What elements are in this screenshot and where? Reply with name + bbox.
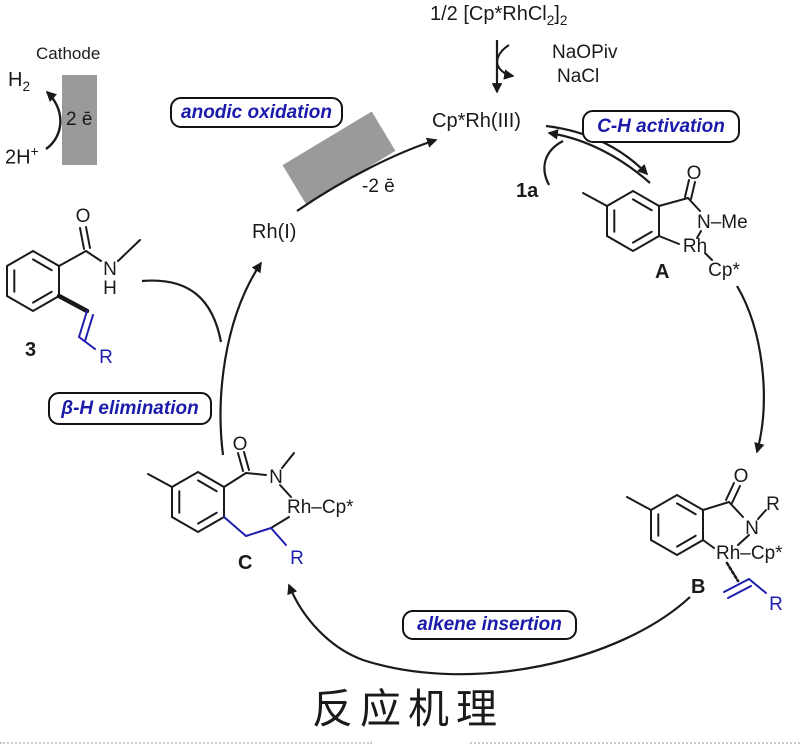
anode-electrons-label: -2 ē	[362, 176, 395, 197]
byproduct-nacl-label: NaCl	[557, 66, 600, 87]
arrow-a-to-catalyst	[547, 129, 651, 184]
bottom-dotted-line-right	[470, 742, 800, 744]
intermediate-c-r-label: R	[290, 548, 304, 569]
h2-label: H2	[8, 69, 31, 94]
arrow-c-to-rh1	[219, 261, 262, 456]
compound3-nh-hydrogen-label: H	[103, 278, 117, 299]
intermediate-b-structure	[626, 482, 767, 599]
intermediate-b-n-r-label: R	[766, 494, 780, 515]
arrow-b-to-c	[287, 583, 691, 676]
intermediate-c-rh-cp-label: Rh–Cp*	[287, 497, 354, 518]
bottom-dotted-line-left	[0, 742, 372, 744]
intermediate-b-alkene-r-label: R	[769, 594, 783, 615]
cathode-title: Cathode	[36, 44, 101, 63]
arrow-a-to-b	[736, 285, 765, 454]
compound3-r-label: R	[99, 347, 113, 368]
species-c-label: C	[238, 552, 253, 574]
step-label-ch-activation: C-H activation	[582, 110, 740, 143]
step-label-beta-h-elimination: β-H elimination	[48, 392, 212, 425]
anode-electrode	[282, 111, 396, 205]
intermediate-a-cp-label: Cp*	[708, 260, 740, 281]
species-3-label: 3	[25, 339, 37, 361]
proton-label: 2H+	[5, 144, 39, 169]
intermediate-c-nitrogen-label: N	[269, 467, 283, 488]
species-b-label: B	[691, 576, 706, 598]
catalyst-cprh3-label: Cp*Rh(III)	[432, 110, 521, 132]
step-label-anodic-oxidation: anodic oxidation	[170, 97, 343, 128]
intermediate-a-rh-label: Rh	[683, 236, 707, 257]
intermediate-b-rh-cp-label: Rh–Cp*	[716, 543, 783, 564]
compound3-oxygen-label: O	[76, 206, 91, 227]
curve-product-3-leaving	[141, 279, 223, 343]
curve-1a-entering	[543, 140, 564, 186]
step-label-alkene-insertion: alkene insertion	[402, 610, 577, 640]
species-a-label: A	[655, 261, 670, 283]
compound-3-structure	[6, 226, 141, 350]
intermediate-c-oxygen-label: O	[233, 434, 248, 455]
precursor-formula: 1/2 [Cp*RhCl2]2	[430, 3, 568, 28]
naopiv-nacl-arrow	[496, 44, 515, 80]
additive-naopiv-label: NaOPiv	[552, 42, 618, 63]
rh1-label: Rh(I)	[252, 221, 297, 243]
intermediate-b-oxygen-label: O	[734, 466, 749, 487]
intermediate-c-structure	[147, 451, 295, 546]
intermediate-a-n-me-label: N–Me	[697, 212, 748, 233]
species-1a-label: 1a	[516, 180, 539, 202]
arrow-rh1-to-catalyst	[296, 137, 438, 212]
compound3-nitrogen-label: N	[103, 259, 117, 280]
intermediate-a-oxygen-label: O	[687, 163, 702, 184]
cathode-electrons-label: 2 ē	[66, 109, 93, 130]
intermediate-a-structure	[582, 179, 713, 261]
cathode-electrode	[62, 75, 97, 165]
diagram-title-chinese: 反应机理	[312, 685, 504, 733]
cathode-reaction-arrow	[45, 90, 62, 150]
intermediate-b-nitrogen-label: N	[745, 518, 759, 539]
